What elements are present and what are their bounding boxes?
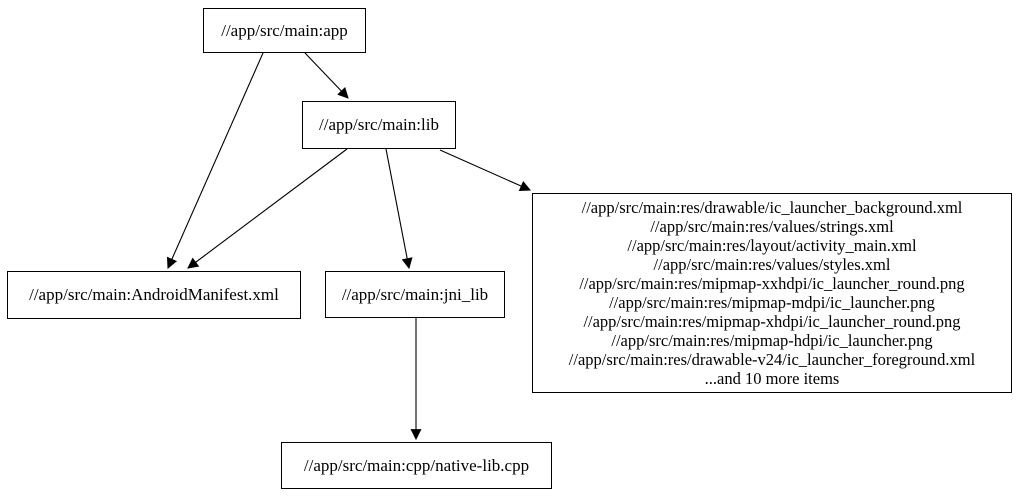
node-native-lib-cpp-label: //app/src/main:cpp/native-lib.cpp	[303, 455, 530, 475]
node-res-files-group: //app/src/main:res/drawable/ic_launcher_…	[532, 193, 1012, 393]
node-native-lib-cpp: //app/src/main:cpp/native-lib.cpp	[281, 442, 552, 489]
res-file-line: //app/src/main:res/layout/activity_main.…	[627, 236, 917, 255]
edge-lib-to-jni-lib	[385, 148, 413, 270]
node-lib: //app/src/main:lib	[302, 101, 456, 149]
node-app-label: //app/src/main:app	[221, 20, 348, 40]
res-file-line: //app/src/main:res/values/strings.xml	[650, 217, 894, 236]
res-file-line: //app/src/main:res/drawable-v24/ic_launc…	[568, 350, 976, 369]
node-jni-lib-label: //app/src/main:jni_lib	[341, 284, 489, 304]
res-file-line: //app/src/main:res/values/styles.xml	[653, 255, 891, 274]
res-file-line: //app/src/main:res/drawable/ic_launcher_…	[581, 198, 963, 217]
edge-lib-to-res-files	[439, 149, 532, 192]
node-jni-lib: //app/src/main:jni_lib	[325, 271, 505, 318]
node-lib-label: //app/src/main:lib	[319, 115, 439, 134]
res-file-line: //app/src/main:res/mipmap-mdpi/ic_launch…	[609, 293, 935, 312]
res-files-more-items: ...and 10 more items	[704, 369, 840, 388]
res-file-line: //app/src/main:res/mipmap-hdpi/ic_launch…	[611, 331, 933, 350]
edge-app-to-androidmanifest	[166, 52, 264, 270]
res-file-line: //app/src/main:res/mipmap-xxhdpi/ic_laun…	[579, 274, 965, 293]
node-androidmanifest: //app/src/main:AndroidManifest.xml	[7, 271, 301, 319]
edge-app-to-lib	[304, 52, 349, 99]
node-app: //app/src/main:app	[203, 8, 366, 53]
node-androidmanifest-label: //app/src/main:AndroidManifest.xml	[29, 285, 279, 304]
edge-lib-to-androidmanifest	[187, 148, 348, 269]
res-file-line: //app/src/main:res/mipmap-xhdpi/ic_launc…	[583, 312, 961, 331]
